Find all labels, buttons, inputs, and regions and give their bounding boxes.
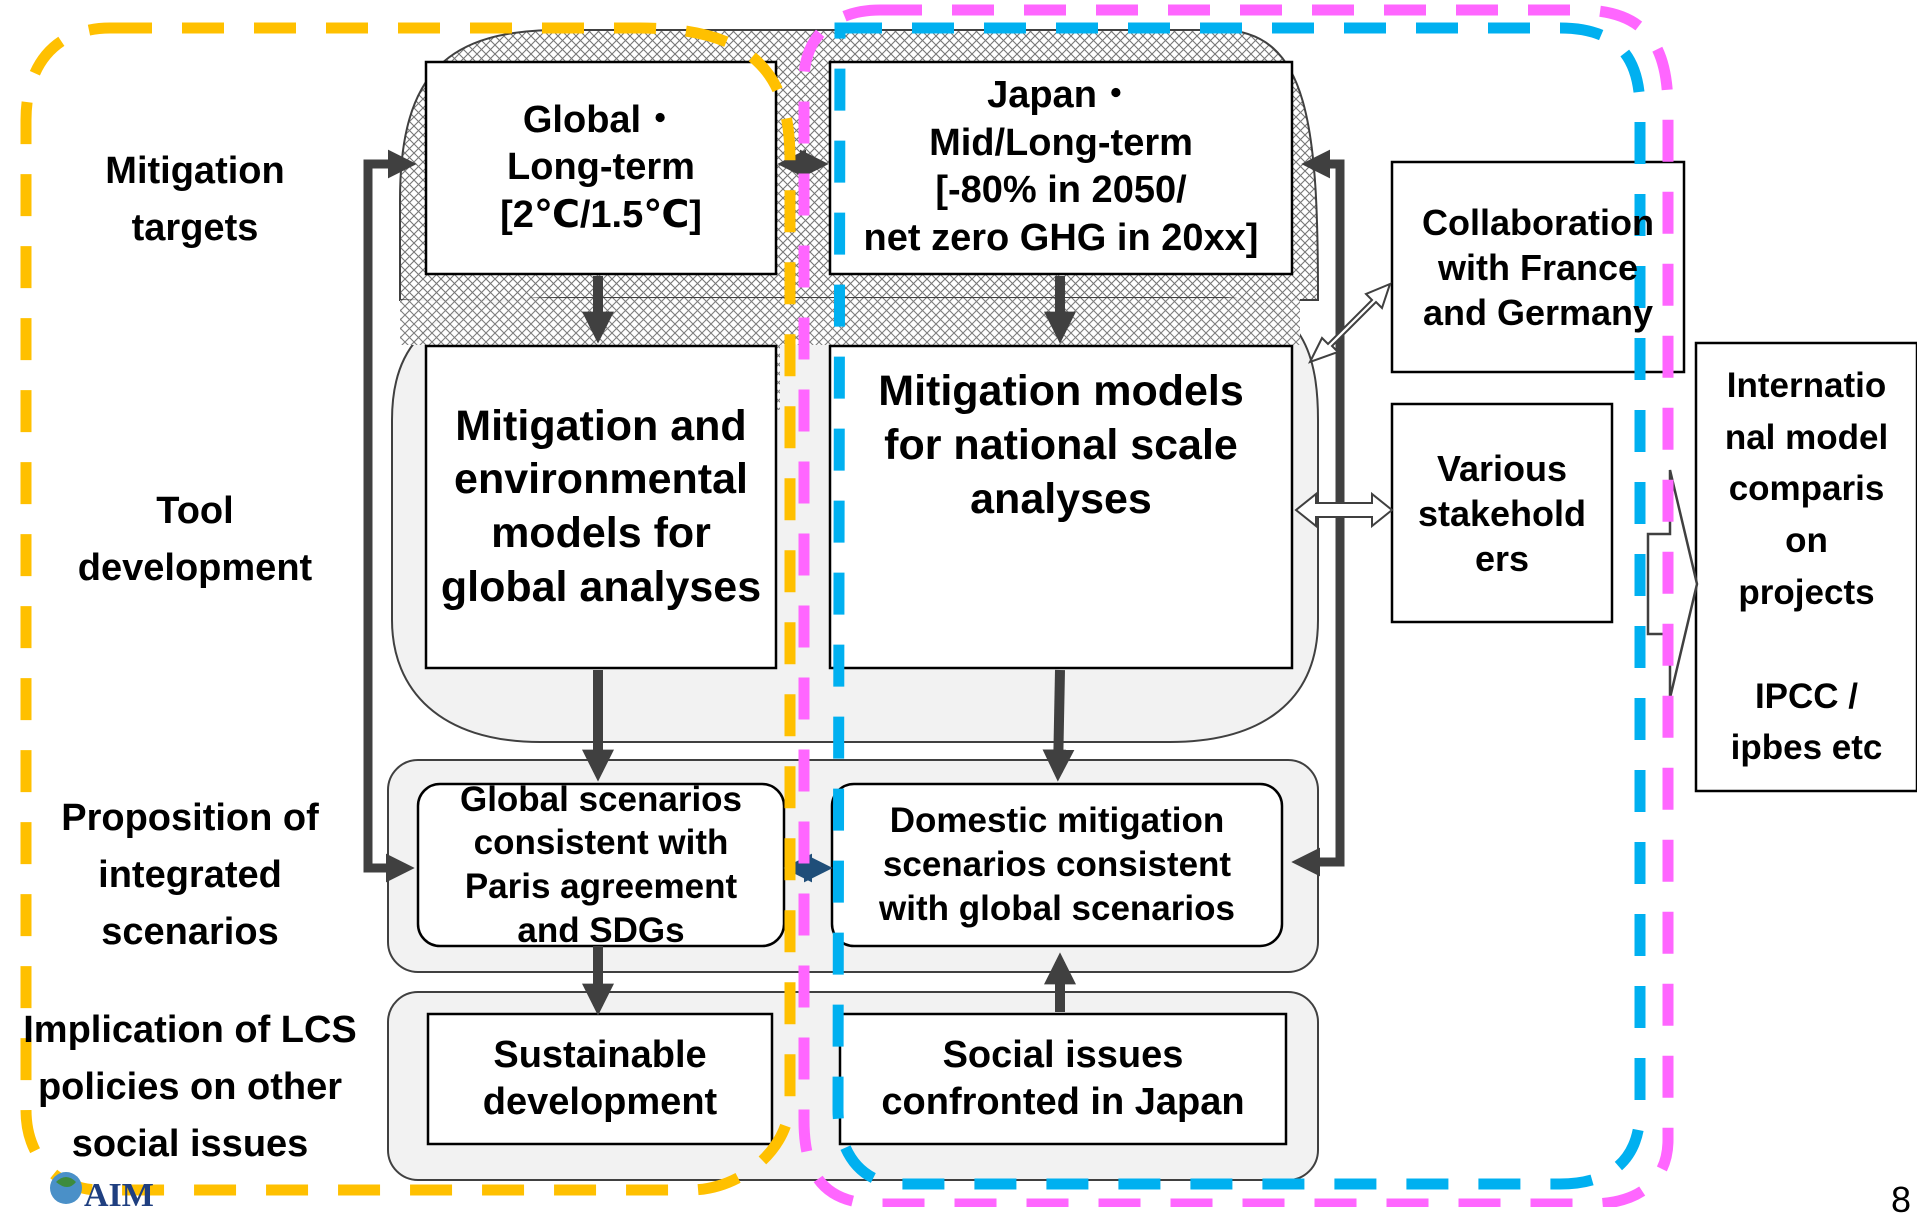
collaboration-text: Collaboration with France and Germany xyxy=(1422,201,1654,333)
international-text: Internatio nal model comparis on project… xyxy=(1724,365,1889,768)
left-feedback-arrow xyxy=(363,149,417,883)
stakeholders-box xyxy=(1390,402,1614,624)
collaboration-double-arrow xyxy=(1307,282,1392,364)
flow-arrows xyxy=(581,276,1077,1016)
row-label-mitigation-targets: Mitigation targets xyxy=(105,150,285,249)
global-group-dash xyxy=(20,22,796,1196)
row-label-implication: Implication of LCS policies on other soc… xyxy=(23,1009,357,1165)
global-models-box xyxy=(424,344,778,670)
row-label-tool-development: Tool development xyxy=(77,490,313,589)
japan-group-dash xyxy=(832,22,1646,1190)
domestic-scenarios-text: Domestic mitigation scenarios consistent… xyxy=(879,801,1235,928)
page-number: 8 xyxy=(1890,1179,1911,1220)
sustainable-dev-text: Sustainable development xyxy=(482,1033,718,1124)
global-models-text: Mitigation and environmental models for … xyxy=(440,401,762,611)
national-models-text: Mitigation models for national scale ana… xyxy=(878,367,1244,523)
global-target-box xyxy=(424,60,778,276)
sustainable-dev-box xyxy=(426,1012,774,1146)
japan-target-box xyxy=(828,60,1294,276)
international-box xyxy=(1694,341,1917,793)
japan-target-text: Japan・ Mid/Long-term [-80% in 2050/ net … xyxy=(863,74,1259,259)
global-scenarios-text: Global scenarios consistent with Paris a… xyxy=(459,779,743,950)
social-issues-text: Social issues confronted in Japan xyxy=(881,1033,1245,1124)
aim-logo-icon xyxy=(50,1172,82,1204)
magenta-group-dash xyxy=(798,4,1674,1207)
stakeholders-double-arrow xyxy=(1294,491,1394,529)
aim-logo-text: AIM xyxy=(84,1176,154,1214)
global-target-text: Global・ Long-term [2℃/1.5℃] xyxy=(500,98,702,236)
row-label-proposition: Proposition of integrated scenarios xyxy=(61,796,319,953)
stakeholders-text: Various stakehold ers xyxy=(1417,447,1587,579)
social-issues-box xyxy=(838,1012,1288,1146)
national-models-box xyxy=(828,344,1294,670)
